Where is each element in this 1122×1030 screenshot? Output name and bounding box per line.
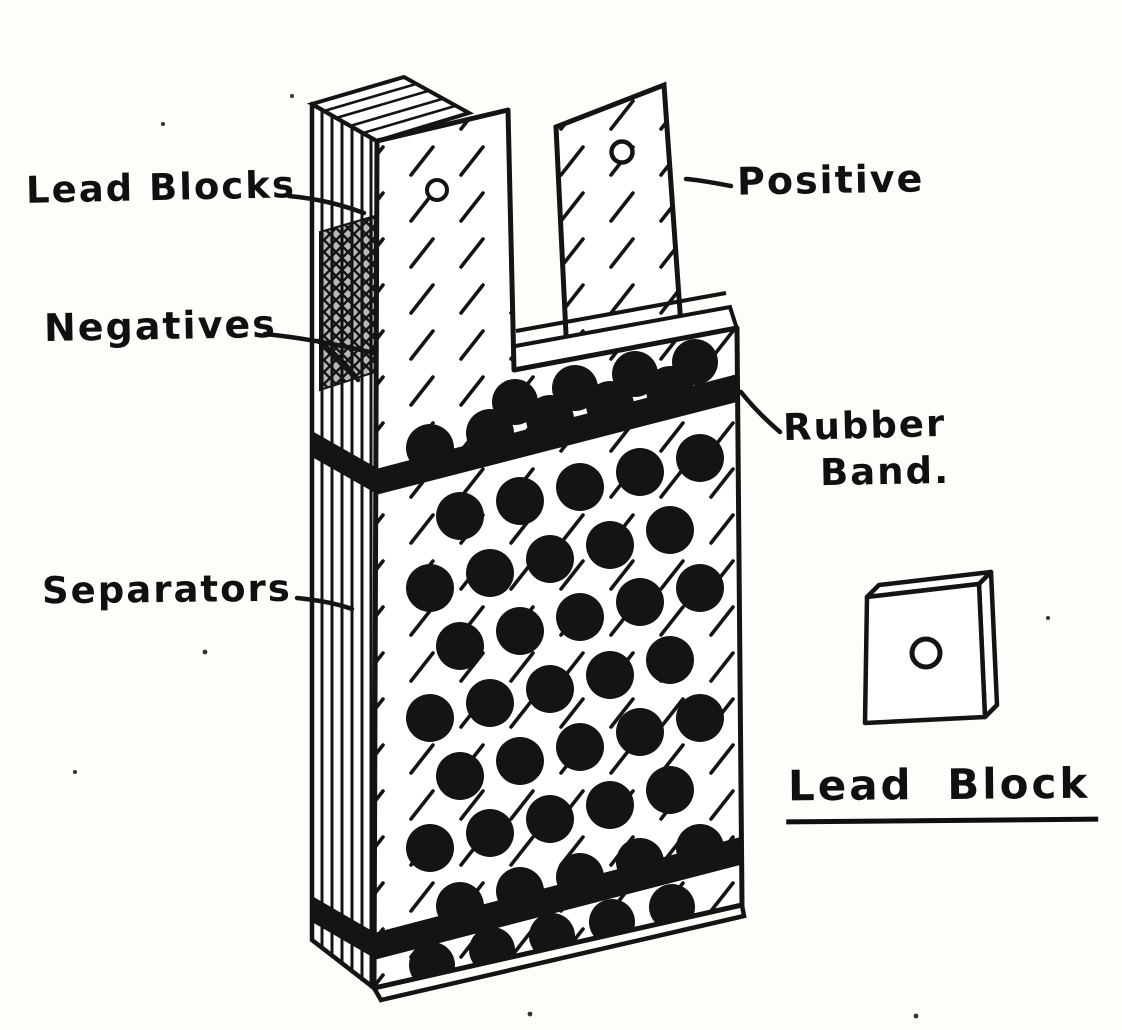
lead-block-inset xyxy=(862,569,1000,726)
leader-rubber-band xyxy=(738,389,783,435)
lead-blocks-label: Lead Blocks xyxy=(25,163,297,212)
leader-lines xyxy=(262,176,783,612)
positive-label: Positive xyxy=(736,156,925,204)
leader-separators xyxy=(294,595,355,612)
separators-label: Separators xyxy=(41,566,293,613)
rubber-bands-side xyxy=(312,431,377,958)
leader-positive xyxy=(683,176,734,189)
front-perforated-plate xyxy=(371,107,747,1003)
bottom-edge-thickness xyxy=(371,902,747,1003)
rubber-band-upper xyxy=(374,372,742,496)
front-plate-hole-top xyxy=(425,178,449,202)
positive-tab-hole xyxy=(609,139,635,165)
lead-block-caption: Lead Block xyxy=(785,758,1099,825)
rubber-band-lower xyxy=(374,835,742,961)
rubber-bands-front xyxy=(374,372,742,961)
positive-plate-tab xyxy=(553,81,685,380)
negatives-label: Negatives xyxy=(43,301,278,351)
rubber-band-label-line2: Band. xyxy=(819,448,951,495)
rubber-band-label-line1: Rubber xyxy=(782,401,947,450)
leader-lead-blocks xyxy=(286,193,367,216)
leader-negatives-b xyxy=(315,338,361,383)
plate-stack-tops xyxy=(306,74,475,144)
ink-specks xyxy=(73,94,1050,1019)
lead-block-hole xyxy=(909,636,943,670)
